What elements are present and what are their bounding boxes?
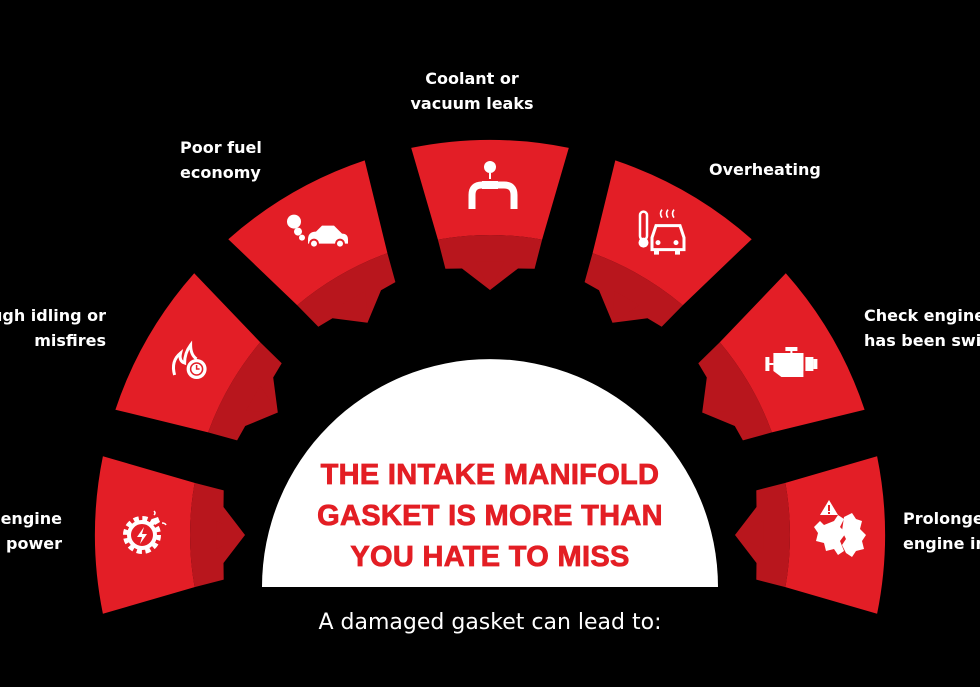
- broken-gear-warning-icon: [814, 500, 866, 557]
- label-line: Prolonge: [903, 509, 980, 528]
- wedge-dark-band: [698, 342, 772, 441]
- label-line: ugh idling or: [0, 306, 106, 325]
- label-line: Overheating: [709, 160, 821, 179]
- label-line: vacuum leaks: [410, 94, 534, 113]
- wedge-pointer: [216, 520, 245, 550]
- wedge-pointer: [612, 290, 640, 323]
- label-check-engine: Check engine has been swi: [864, 303, 980, 353]
- headline: THE INTAKE MANIFOLD GASKET IS MORE THAN …: [262, 455, 718, 578]
- wedge-leaks: [411, 139, 569, 290]
- label-line: Check engine: [864, 306, 980, 325]
- headline-line-1: THE INTAKE MANIFOLD: [320, 459, 660, 492]
- center-semicircle: [262, 359, 718, 587]
- wedge-overheating: [584, 160, 752, 327]
- label-coolant-leaks: Coolant or vacuum leaks: [392, 66, 552, 116]
- label-poor-fuel-economy: Poor fuel economy: [180, 135, 262, 185]
- label-line: misfires: [34, 331, 106, 350]
- label-line: Poor fuel: [180, 138, 262, 157]
- label-overheating: Overheating: [709, 157, 821, 182]
- icon-group: [123, 161, 866, 557]
- pipe-leak-icon: [468, 161, 518, 209]
- wedge-power: [94, 456, 245, 614]
- wedge-face: [592, 160, 752, 306]
- engine-icon: [765, 347, 818, 377]
- fire-misfire-icon: [171, 340, 207, 379]
- wedge-group: [94, 139, 886, 614]
- label-line: engine in: [903, 534, 980, 553]
- car-thermometer-icon: [638, 209, 686, 255]
- label-engine-power: engine power: [1, 506, 62, 556]
- wedge-pointer: [702, 385, 735, 413]
- wedge-fuel: [228, 160, 396, 327]
- wedge-dark-band: [584, 253, 683, 327]
- headline-line-3: YOU HATE TO MISS: [350, 541, 630, 574]
- wedge-pointer: [475, 261, 505, 290]
- wedge-dark-band: [208, 342, 282, 441]
- wedge-pointer: [735, 520, 764, 550]
- wedge-pointer: [340, 290, 368, 323]
- label-rough-idling: ugh idling or misfires: [0, 303, 106, 353]
- wedge-face: [228, 160, 388, 306]
- label-line: power: [6, 534, 62, 553]
- label-line: Coolant or: [425, 69, 519, 88]
- wedge-face: [411, 139, 569, 240]
- headline-line-2: GASKET IS MORE THAN: [317, 500, 663, 533]
- label-line: has been swi: [864, 331, 980, 350]
- gear-lightning-icon: [123, 510, 167, 554]
- car-exhaust-icon: [287, 214, 348, 249]
- wedge-dark-band: [297, 253, 396, 327]
- subtitle: A damaged gasket can lead to:: [318, 610, 662, 635]
- label-line: engine: [0, 509, 62, 528]
- wedge-idling: [115, 273, 282, 441]
- wedge-pointer: [245, 385, 278, 413]
- label-prolonged-damage: Prolonge engine in: [903, 506, 980, 556]
- label-line: economy: [180, 163, 261, 182]
